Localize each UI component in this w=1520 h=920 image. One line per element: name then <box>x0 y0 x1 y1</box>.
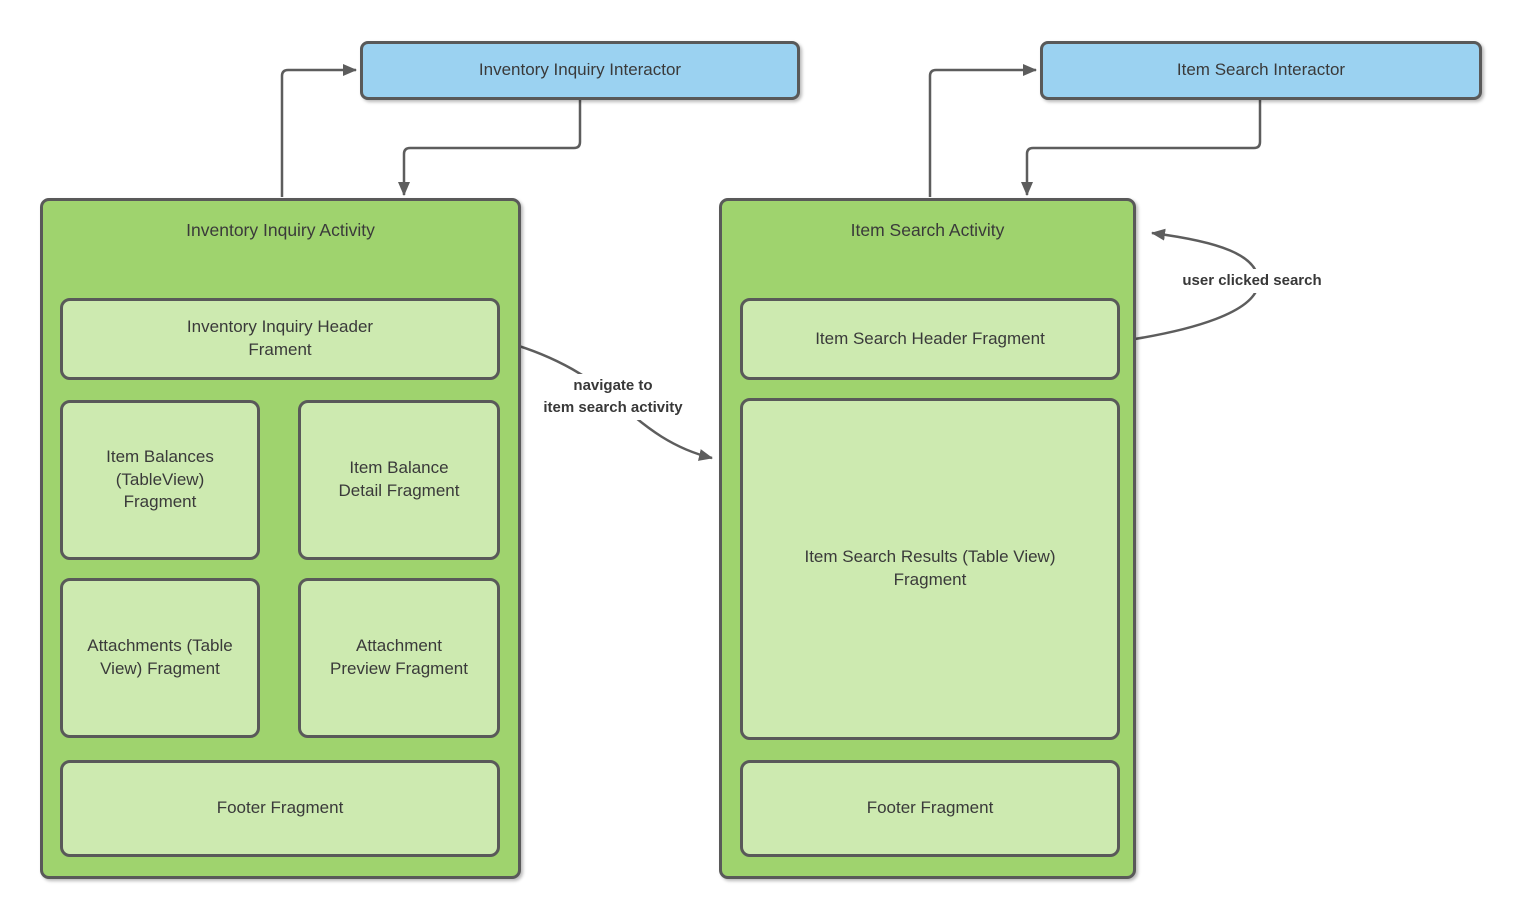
edge-label-user-clicked-search: user clicked search <box>1177 269 1327 293</box>
fragment-inventory-inquiry-header: Inventory Inquiry Header Frament <box>60 298 500 380</box>
fragment-item-search-header: Item Search Header Fragment <box>740 298 1120 380</box>
connector-inventory-activity-to-interactor <box>280 64 357 197</box>
fragment-attachments-tableview: Attachments (Table View) Fragment <box>60 578 260 738</box>
interactor-inventory-inquiry: Inventory Inquiry Interactor <box>360 41 800 100</box>
activity-inventory-inquiry-title: Inventory Inquiry Activity <box>186 220 375 240</box>
fragment-footer-inventory: Footer Fragment <box>60 760 500 857</box>
interactor-item-search: Item Search Interactor <box>1040 41 1482 100</box>
connector-itemsearch-interactor-to-activity <box>1021 100 1262 196</box>
connector-inventory-interactor-to-activity <box>398 100 582 196</box>
fragment-item-balances-tableview: Item Balances (TableView) Fragment <box>60 400 260 560</box>
fragment-item-search-results: Item Search Results (Table View) Fragmen… <box>740 398 1120 740</box>
fragment-attachment-preview: Attachment Preview Fragment <box>298 578 500 738</box>
fragment-footer-item-search: Footer Fragment <box>740 760 1120 857</box>
activity-item-search-title: Item Search Activity <box>850 220 1005 240</box>
fragment-item-balance-detail: Item Balance Detail Fragment <box>298 400 500 560</box>
edge-label-navigate-to-item-search: navigate to item search activity <box>538 374 688 420</box>
connector-itemsearch-activity-to-interactor <box>928 64 1037 197</box>
